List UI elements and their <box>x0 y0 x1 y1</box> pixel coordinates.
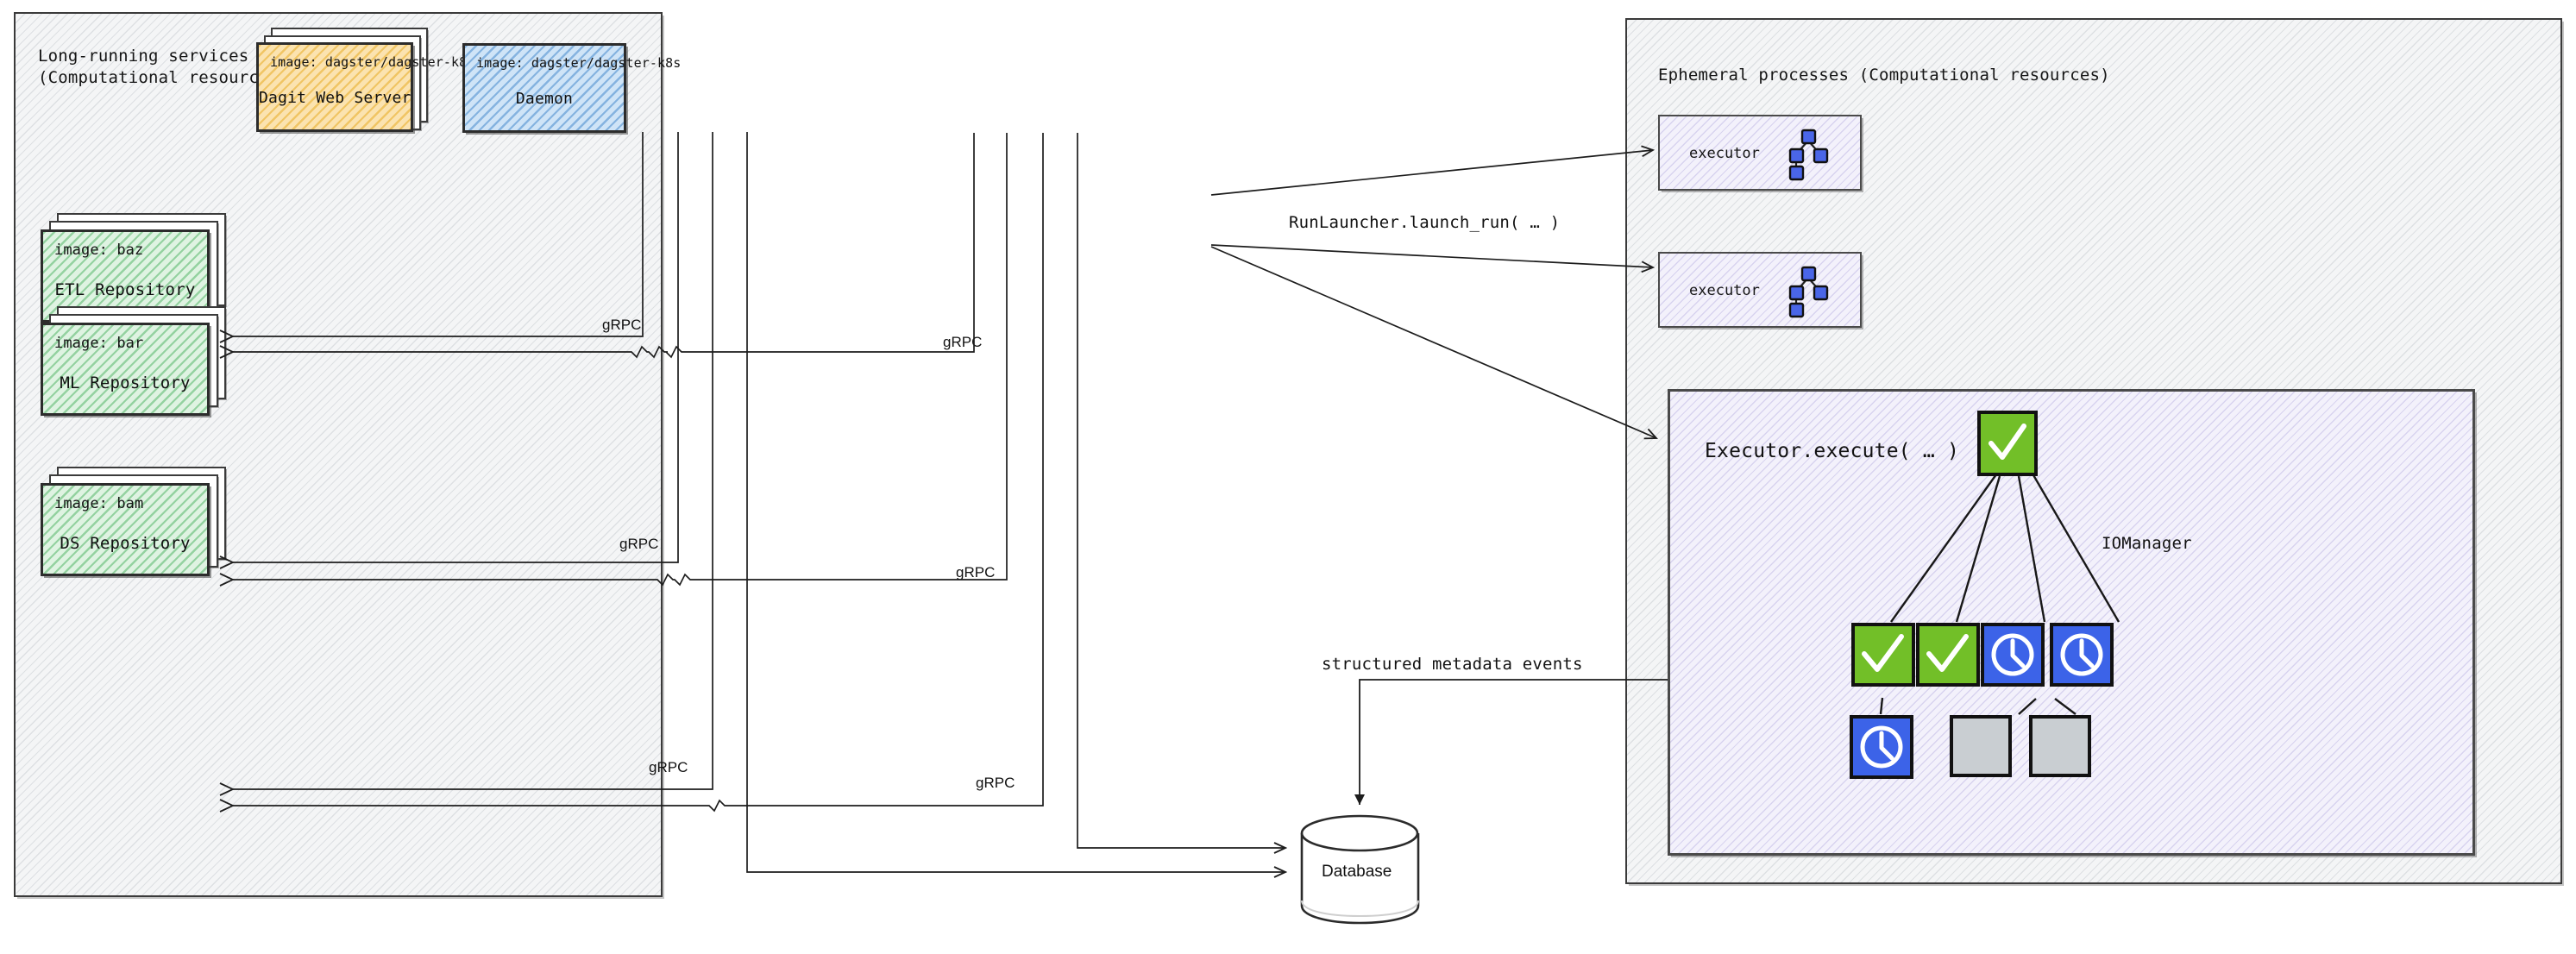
daemon-title: Daemon <box>515 90 574 108</box>
repository-etl-title: ETL Repository <box>54 280 196 299</box>
repository-ml-title: ML Repository <box>60 373 191 392</box>
run-launcher-label: RunLauncher.launch_run( … ) <box>1289 213 1561 232</box>
repository-ds-image-label: image: bam <box>54 495 144 512</box>
repository-ds[interactable]: image: bam DS Repository <box>41 483 210 576</box>
daemon[interactable]: image: dagster/dagster-k8s Daemon <box>462 43 681 133</box>
grpc-label-daemon-ml: gRPC <box>956 564 996 581</box>
dagit-image-label: image: dagster/dagster-k8s <box>270 54 475 70</box>
repository-ml[interactable]: image: bar ML Repository <box>41 323 210 416</box>
check-icon <box>1989 424 2026 460</box>
panel-long-running-services <box>14 12 663 897</box>
node-n4[interactable] <box>2050 623 2114 687</box>
node-n2[interactable] <box>1916 623 1980 687</box>
database-icon <box>1300 814 1420 925</box>
check-icon <box>1862 634 1904 672</box>
repository-ds-title: DS Repository <box>60 534 191 553</box>
daemon-image-label: image: dagster/dagster-k8s <box>476 55 682 71</box>
grpc-label-dagit-etl: gRPC <box>602 317 642 333</box>
panel-long-running-services-title: Long-running services (Computational res… <box>38 47 289 88</box>
grpc-label-daemon-etl: gRPC <box>943 334 983 350</box>
repository-ml-image-label: image: bar <box>54 335 144 352</box>
executor-process-1-label: executor <box>1689 145 1760 162</box>
clock-icon <box>1991 633 2034 676</box>
node-n5[interactable] <box>1850 715 1913 779</box>
node-root[interactable] <box>1977 411 2038 476</box>
repository-etl-image-label: image: baz <box>54 242 144 259</box>
dag-edges <box>1879 473 2120 715</box>
dag-icon <box>1788 266 1829 318</box>
dagit-web-server[interactable]: image: dagster/dagster-k8s Dagit Web Ser… <box>256 42 474 132</box>
clock-icon <box>1860 725 1903 769</box>
executor-process-1[interactable]: executor <box>1658 115 1862 191</box>
panel-ephemeral-processes-title: Ephemeral processes (Computational resou… <box>1658 66 2110 85</box>
grpc-label-dagit-ds: gRPC <box>649 759 688 775</box>
dagit-title: Dagit Web Server <box>259 89 412 107</box>
check-icon <box>1926 634 1969 672</box>
executor-process-2[interactable]: executor <box>1658 252 1862 328</box>
iomanager-label: IOManager <box>2102 534 2192 553</box>
node-n3[interactable] <box>1981 623 2045 687</box>
executor-process-2-label: executor <box>1689 282 1760 299</box>
database-cylinder[interactable]: Database <box>1297 814 1423 925</box>
node-n7[interactable] <box>2029 715 2091 777</box>
clock-icon <box>2060 633 2103 676</box>
node-n6[interactable] <box>1950 715 2012 777</box>
grpc-label-daemon-ds: gRPC <box>976 775 1015 791</box>
node-n1[interactable] <box>1851 623 1915 687</box>
database-label: Database <box>1322 863 1392 881</box>
dag-icon <box>1788 129 1829 181</box>
structured-metadata-events-label: structured metadata events <box>1322 655 1583 674</box>
executor-execute-panel: Executor.execute( … ) IOManager <box>1668 389 2475 856</box>
executor-execute-title: Executor.execute( … ) <box>1705 440 1959 462</box>
grpc-label-dagit-ml: gRPC <box>619 536 659 552</box>
